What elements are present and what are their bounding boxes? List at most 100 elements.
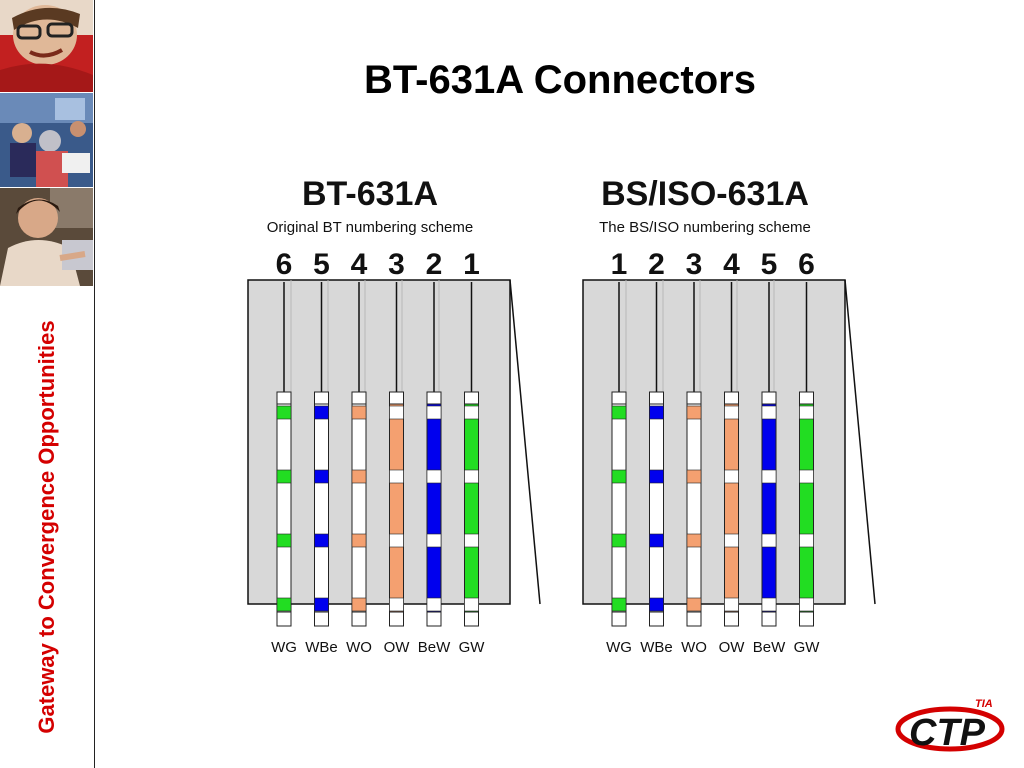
wire-stripe [314, 597, 329, 612]
ctp-logo: CTP TIA [895, 698, 1005, 754]
wire-label: WG [271, 639, 297, 656]
wire-stripe [389, 405, 404, 420]
wire [686, 391, 702, 627]
wire-stripe [426, 405, 442, 420]
photo-classroom [0, 93, 93, 187]
wire-stripe [686, 469, 702, 484]
wire-label: WO [681, 639, 707, 656]
wire-stripe [724, 597, 739, 612]
sidebar-tagline: Gateway to Convergence Opportunities [34, 320, 59, 734]
wire-stripe [389, 597, 404, 612]
wire-stripe [351, 597, 367, 612]
wire-stripe [649, 405, 664, 420]
wire [724, 391, 739, 627]
wire-cap [611, 391, 627, 405]
wire-stripe [276, 405, 292, 420]
wire-end [426, 611, 442, 627]
pin-number: 4 [723, 248, 740, 281]
wire-stripe [799, 533, 814, 548]
svg-text:TIA: TIA [975, 698, 993, 710]
wire-stripe [761, 405, 777, 420]
wire-stripe [351, 405, 367, 420]
wire-end [799, 611, 814, 627]
pin-number: 1 [463, 248, 480, 281]
wire-label: WBe [640, 639, 673, 656]
svg-text:CTP: CTP [909, 712, 986, 754]
wire-label: GW [459, 639, 486, 656]
wire-end [314, 611, 329, 627]
plug-edge [509, 279, 541, 605]
wire-end [351, 611, 367, 627]
wire-end [464, 611, 479, 627]
wire [464, 391, 479, 627]
wire-stripe [799, 597, 814, 612]
pin-number: 4 [351, 248, 368, 281]
wire-stripe [649, 469, 664, 484]
slide-title: BT-631A Connectors [364, 58, 756, 102]
wire-cap [314, 391, 329, 405]
pin-number: 5 [761, 248, 778, 281]
pin-number: 6 [276, 248, 293, 281]
wire-stripe [276, 469, 292, 484]
wire-end [276, 611, 292, 627]
wire [351, 391, 367, 627]
wire-label: WG [606, 639, 632, 656]
wire-cap [426, 391, 442, 405]
wire-cap [799, 391, 814, 405]
wire-stripe [799, 405, 814, 420]
wire-stripe [464, 533, 479, 548]
wire-stripe [464, 469, 479, 484]
wire-stripe [389, 469, 404, 484]
wire-cap [761, 391, 777, 405]
wire-end [686, 611, 702, 627]
wire-stripe [724, 533, 739, 548]
pin-number: 6 [798, 248, 815, 281]
pin-number: 5 [313, 248, 330, 281]
wire-label: BeW [418, 639, 451, 656]
wire-stripe [724, 405, 739, 420]
wire [314, 391, 329, 627]
sidebar: Gateway to Convergence Opportunities [0, 0, 95, 768]
wire-stripe [464, 597, 479, 612]
connector-name: BS/ISO-631A [601, 175, 809, 213]
wire-stripe [426, 597, 442, 612]
wire-stripe [611, 469, 627, 484]
wire-label: WO [346, 639, 372, 656]
connector-subtitle: Original BT numbering scheme [267, 219, 473, 236]
wire-stripe [314, 533, 329, 548]
wire-cap [389, 391, 404, 405]
wire-label: BeW [753, 639, 786, 656]
wire-stripe [351, 533, 367, 548]
wire-stripe [686, 597, 702, 612]
wire-stripe [611, 405, 627, 420]
pin-number: 3 [686, 248, 703, 281]
wire-stripe [276, 533, 292, 548]
pin-number: 3 [388, 248, 405, 281]
wire [611, 391, 627, 627]
connector-subtitle: The BS/ISO numbering scheme [599, 219, 811, 236]
wire-stripe [724, 469, 739, 484]
wire [761, 391, 777, 627]
wire-label: OW [384, 639, 411, 656]
wire-end [389, 611, 404, 627]
wire [799, 391, 814, 627]
wire-stripe [314, 405, 329, 420]
wire-stripe [426, 533, 442, 548]
wire-cap [724, 391, 739, 405]
wire-stripe [426, 469, 442, 484]
wire-stripe [314, 469, 329, 484]
pin-number: 2 [426, 248, 443, 281]
wire-stripe [686, 405, 702, 420]
wire-stripe [276, 597, 292, 612]
wire-cap [464, 391, 479, 405]
wire [389, 391, 404, 627]
wire-stripe [799, 469, 814, 484]
wire-end [611, 611, 627, 627]
wire-cap [276, 391, 292, 405]
wire-stripe [611, 533, 627, 548]
wire-end [761, 611, 777, 627]
wire-label: WBe [305, 639, 338, 656]
wire-stripe [686, 533, 702, 548]
wire-cap [351, 391, 367, 405]
